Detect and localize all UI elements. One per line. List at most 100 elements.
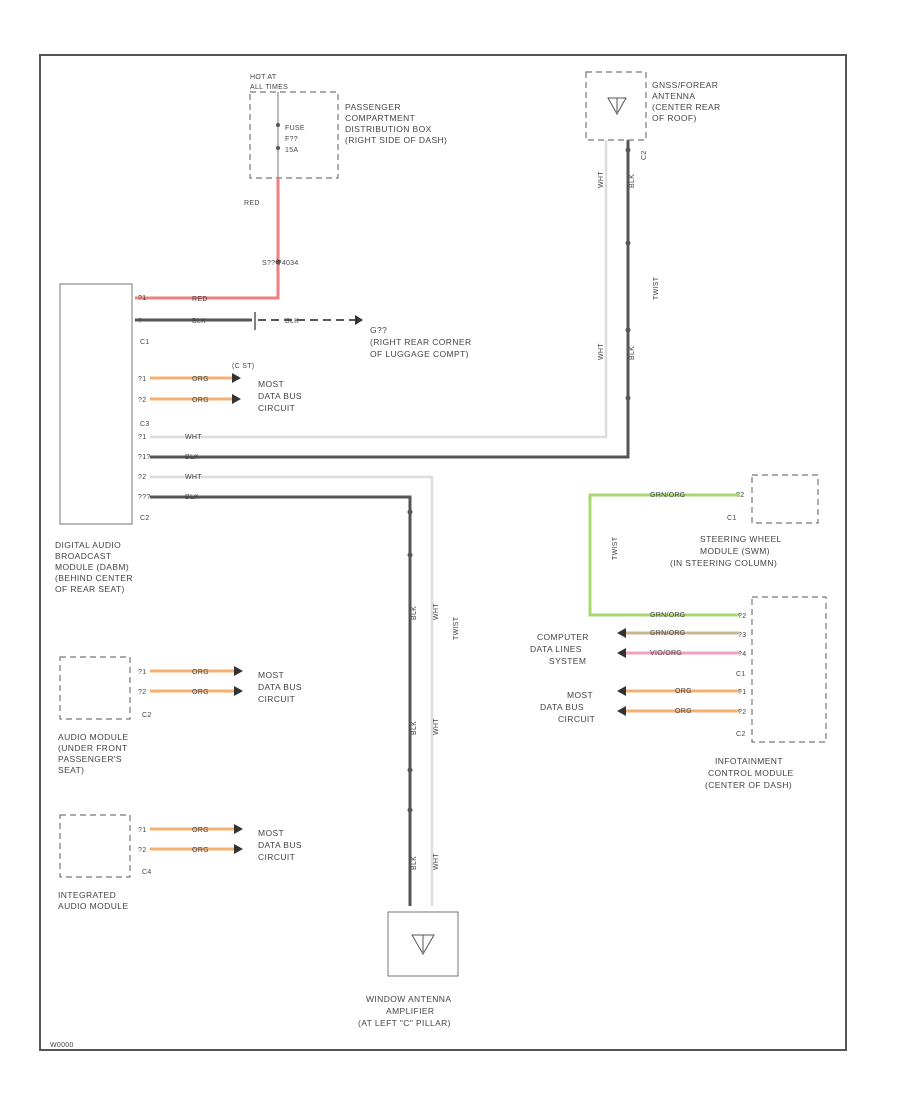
integrated-audio-name-2: AUDIO MODULE: [58, 901, 128, 911]
ground-desc-1: (RIGHT REAR CORNER: [370, 337, 472, 347]
audio-wire-1: ORG: [192, 669, 209, 676]
icm-name-1: INFOTAINMENT: [715, 756, 783, 766]
icm-most-2: DATA BUS: [540, 702, 584, 712]
icm-most-3: CIRCUIT: [558, 714, 595, 724]
red-wire-label: RED: [244, 200, 260, 207]
dab-blk-label: BLK: [192, 318, 206, 325]
window-twist-label: TWIST: [453, 616, 460, 640]
roof-blk-wire: [150, 140, 630, 459]
icm-org-pin-1: ?1: [738, 689, 746, 696]
window-wht-label-2: WHT: [433, 718, 440, 735]
fuse-box-desc-3: DISTRIBUTION BOX: [345, 124, 432, 134]
window-wht-label: WHT: [433, 603, 440, 620]
dab-name-5: OF REAR SEAT): [55, 584, 125, 594]
icm-org-wire-2-label: ORG: [675, 708, 692, 715]
can-label-2: DATA LINES: [530, 644, 582, 654]
can-label-1: COMPUTER: [537, 632, 589, 642]
integrated-audio-module: C4 INTEGRATED AUDIO MODULE: [58, 814, 152, 911]
window-blk-label-3: BLK: [411, 856, 418, 870]
dab-pin-blk2: ???: [138, 494, 151, 501]
fuse-rating: 15A: [285, 147, 298, 154]
icm-most-1: MOST: [567, 690, 593, 700]
window-antenna-name-2: AMPLIFIER: [386, 1006, 434, 1016]
window-antenna-amplifier: WINDOW ANTENNA AMPLIFIER (AT LEFT "C" PI…: [358, 911, 459, 1028]
integrated-wire-2: ORG: [192, 847, 209, 854]
audio-module-conn: C2: [142, 712, 152, 719]
audio-module: C2 AUDIO MODULE (UNDER FRONT PASSENGER'S…: [58, 656, 152, 775]
diagram-id: W0000: [50, 1042, 74, 1049]
steering-name-2: MODULE (SWM): [700, 546, 770, 556]
audio-module-name-2: (UNDER FRONT: [58, 743, 128, 753]
infotainment-control-module: C1 C2 INFOTAINMENT CONTROL MODULE (CENTE…: [705, 596, 827, 790]
fuse-box: HOT AT ALL TIMES FUSE F?? 15A PASSENGER …: [249, 74, 447, 179]
green-wire: [588, 493, 740, 617]
window-wht-label-3: WHT: [433, 853, 440, 870]
steering-pin: ?2: [736, 492, 744, 499]
window-antenna-name-1: WINDOW ANTENNA: [366, 994, 451, 1004]
audio-wire-2: ORG: [192, 689, 209, 696]
steering-name-1: STEERING WHEEL: [700, 534, 782, 544]
fuse-number: F??: [285, 136, 298, 143]
audio-most-2: DATA BUS: [258, 682, 302, 692]
roof-antenna-name-4: OF ROOF): [652, 113, 697, 123]
roof-antenna-name-3: (CENTER REAR: [652, 102, 721, 112]
dab-pin-blk1: ?1?: [138, 454, 151, 461]
roof-antenna: GNSS/FOREAR ANTENNA (CENTER REAR OF ROOF…: [585, 71, 721, 160]
dab-name-3: MODULE (DABM): [55, 562, 129, 572]
window-blk-label-h: BLK: [185, 494, 199, 501]
dab-c1: C1: [140, 339, 150, 346]
icm-pin-can-2: ?3: [738, 632, 746, 639]
roof-blk-label-h: BLK: [185, 454, 199, 461]
diagram-frame: [39, 54, 847, 1051]
red-wire: [135, 178, 280, 300]
window-antenna-name-3: (AT LEFT "C" PILLAR): [358, 1018, 451, 1028]
green-wire-label-top: GRN/ORG: [650, 492, 686, 499]
audio-pin-1: ?1: [138, 669, 146, 676]
green-wire-label-bottom: GRN/ORG: [650, 612, 686, 619]
roof-connector-marks: [625, 147, 631, 401]
dab-most-3: CIRCUIT: [258, 403, 295, 413]
icm-org-wire-1-label: ORG: [675, 688, 692, 695]
roof-wht-label-2: WHT: [598, 343, 605, 360]
roof-antenna-conn: C2: [641, 150, 648, 160]
ground-desc-2: OF LUGGAGE COMPT): [370, 349, 469, 359]
audio-module-name-3: PASSENGER'S: [58, 754, 122, 764]
audio-most-3: CIRCUIT: [258, 694, 295, 704]
icm-org-pin-2: ?2: [738, 709, 746, 716]
steering-conn: C1: [727, 515, 737, 522]
dab-org-pin-2: ?2: [138, 397, 146, 404]
window-connector-marks: [407, 509, 413, 813]
dab-pin-red: ?1: [138, 295, 146, 302]
roof-wht-label: WHT: [598, 171, 605, 188]
hot-at-all-times-label: HOT AT: [250, 74, 277, 81]
icm-conn-c2: C2: [736, 731, 746, 738]
dab-pin-wht1: ?1: [138, 434, 146, 441]
window-wht-label-h: WHT: [185, 474, 202, 481]
fuse-box-desc-2: COMPARTMENT: [345, 113, 415, 123]
fuse-box-desc-4: (RIGHT SIDE OF DASH): [345, 135, 447, 145]
dab-org-wire-2-label: ORG: [192, 397, 209, 404]
dab-red-label: RED: [192, 296, 208, 303]
dab-most-1: MOST: [258, 379, 284, 389]
audio-module-name-4: SEAT): [58, 765, 84, 775]
integrated-pin-2: ?2: [138, 847, 146, 854]
steering-name-3: (IN STEERING COLUMN): [670, 558, 777, 568]
window-blk-label: BLK: [411, 606, 418, 620]
splice-label: S?? ?4034: [262, 260, 299, 267]
window-wht-wire: [150, 475, 434, 906]
roof-blk-label: BLK: [629, 174, 636, 188]
roof-blk-label-2: BLK: [629, 346, 636, 360]
integrated-wire-1: ORG: [192, 827, 209, 834]
icm-pin-can-3: ?4: [738, 651, 746, 658]
dab-name-1: DIGITAL AUDIO: [55, 540, 121, 550]
icm-name-3: (CENTER OF DASH): [705, 780, 792, 790]
roof-antenna-name-1: GNSS/FOREAR: [652, 80, 718, 90]
integrated-audio-name-1: INTEGRATED: [58, 890, 116, 900]
can-vio-org-label: VIO/ORG: [650, 650, 682, 657]
dab-module: DIGITAL AUDIO BROADCAST MODULE (DABM) (B…: [55, 283, 133, 594]
dab-most-2: DATA BUS: [258, 391, 302, 401]
integrated-audio-conn: C4: [142, 869, 152, 876]
audio-pin-2: ?2: [138, 689, 146, 696]
integrated-most-1: MOST: [258, 828, 284, 838]
